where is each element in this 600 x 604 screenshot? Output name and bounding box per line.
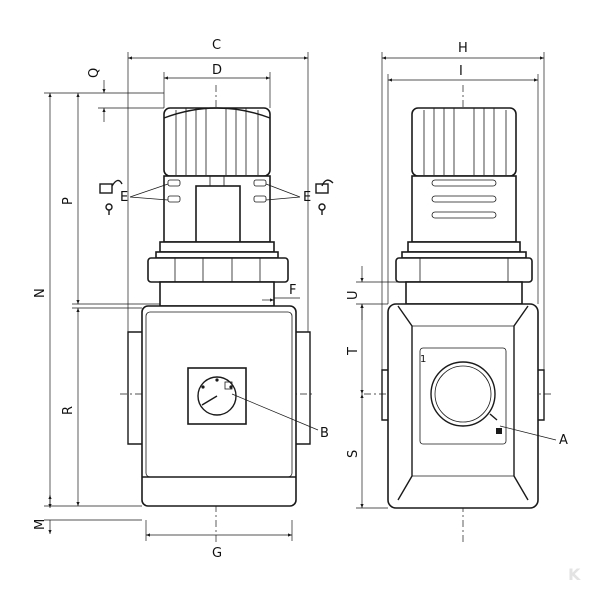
side-view: [356, 52, 557, 545]
label-c: C: [212, 38, 221, 53]
label-p: P: [61, 197, 76, 205]
port-number: 1: [420, 354, 426, 365]
label-h: H: [458, 41, 468, 56]
lock-icon: [99, 179, 123, 215]
label-g: G: [212, 546, 222, 561]
label-q: Q: [87, 68, 102, 78]
label-f: F: [289, 283, 296, 298]
label-r: R: [61, 406, 76, 415]
label-e-left: E: [120, 190, 128, 205]
label-i: I: [459, 64, 463, 79]
label-e-right: E: [303, 190, 311, 205]
watermark-logo: K: [568, 565, 581, 584]
label-d: D: [212, 63, 222, 78]
front-view: [44, 52, 334, 545]
label-b: B: [320, 426, 329, 441]
label-s: S: [346, 450, 361, 458]
lock-icon: [315, 179, 334, 215]
label-u: U: [346, 290, 361, 300]
label-t: T: [346, 347, 361, 356]
label-m: M: [33, 519, 48, 530]
label-a: A: [559, 433, 568, 448]
label-n: N: [33, 288, 48, 298]
